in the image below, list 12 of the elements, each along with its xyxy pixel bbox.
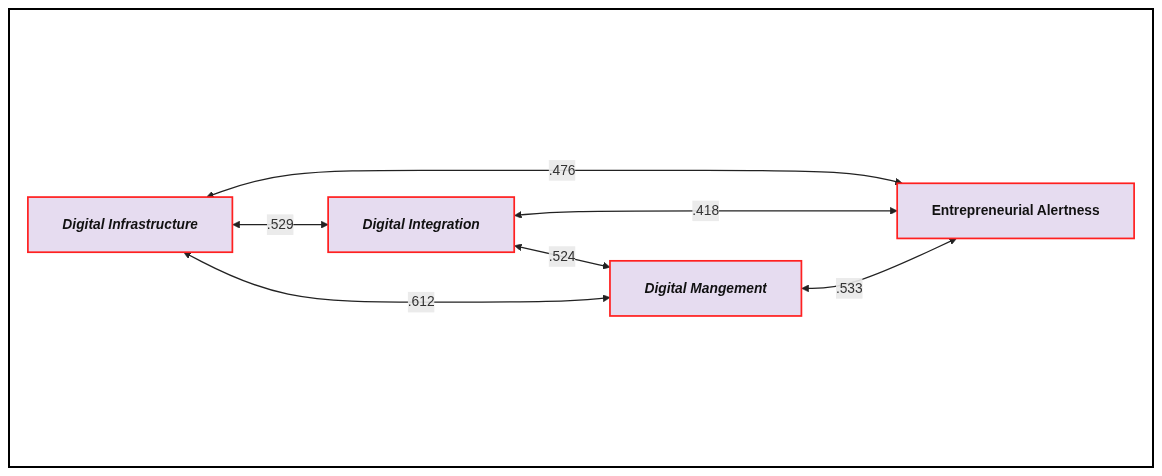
node-box: Digital Infrastructure [27, 196, 234, 254]
node-box: Entrepreneurial Alertness [896, 182, 1135, 240]
arrow [206, 169, 903, 199]
edge-label: .476 [548, 162, 576, 178]
edge-label: .529 [266, 216, 294, 232]
edge-label: .418 [692, 203, 720, 218]
edge-label: .533 [835, 280, 863, 296]
node-box: Digital Mangement [609, 259, 803, 317]
edge-label: .524 [548, 248, 576, 264]
edge-label: .612 [407, 294, 435, 310]
node-box: Digital Integration [327, 196, 516, 254]
arrow [514, 207, 898, 219]
